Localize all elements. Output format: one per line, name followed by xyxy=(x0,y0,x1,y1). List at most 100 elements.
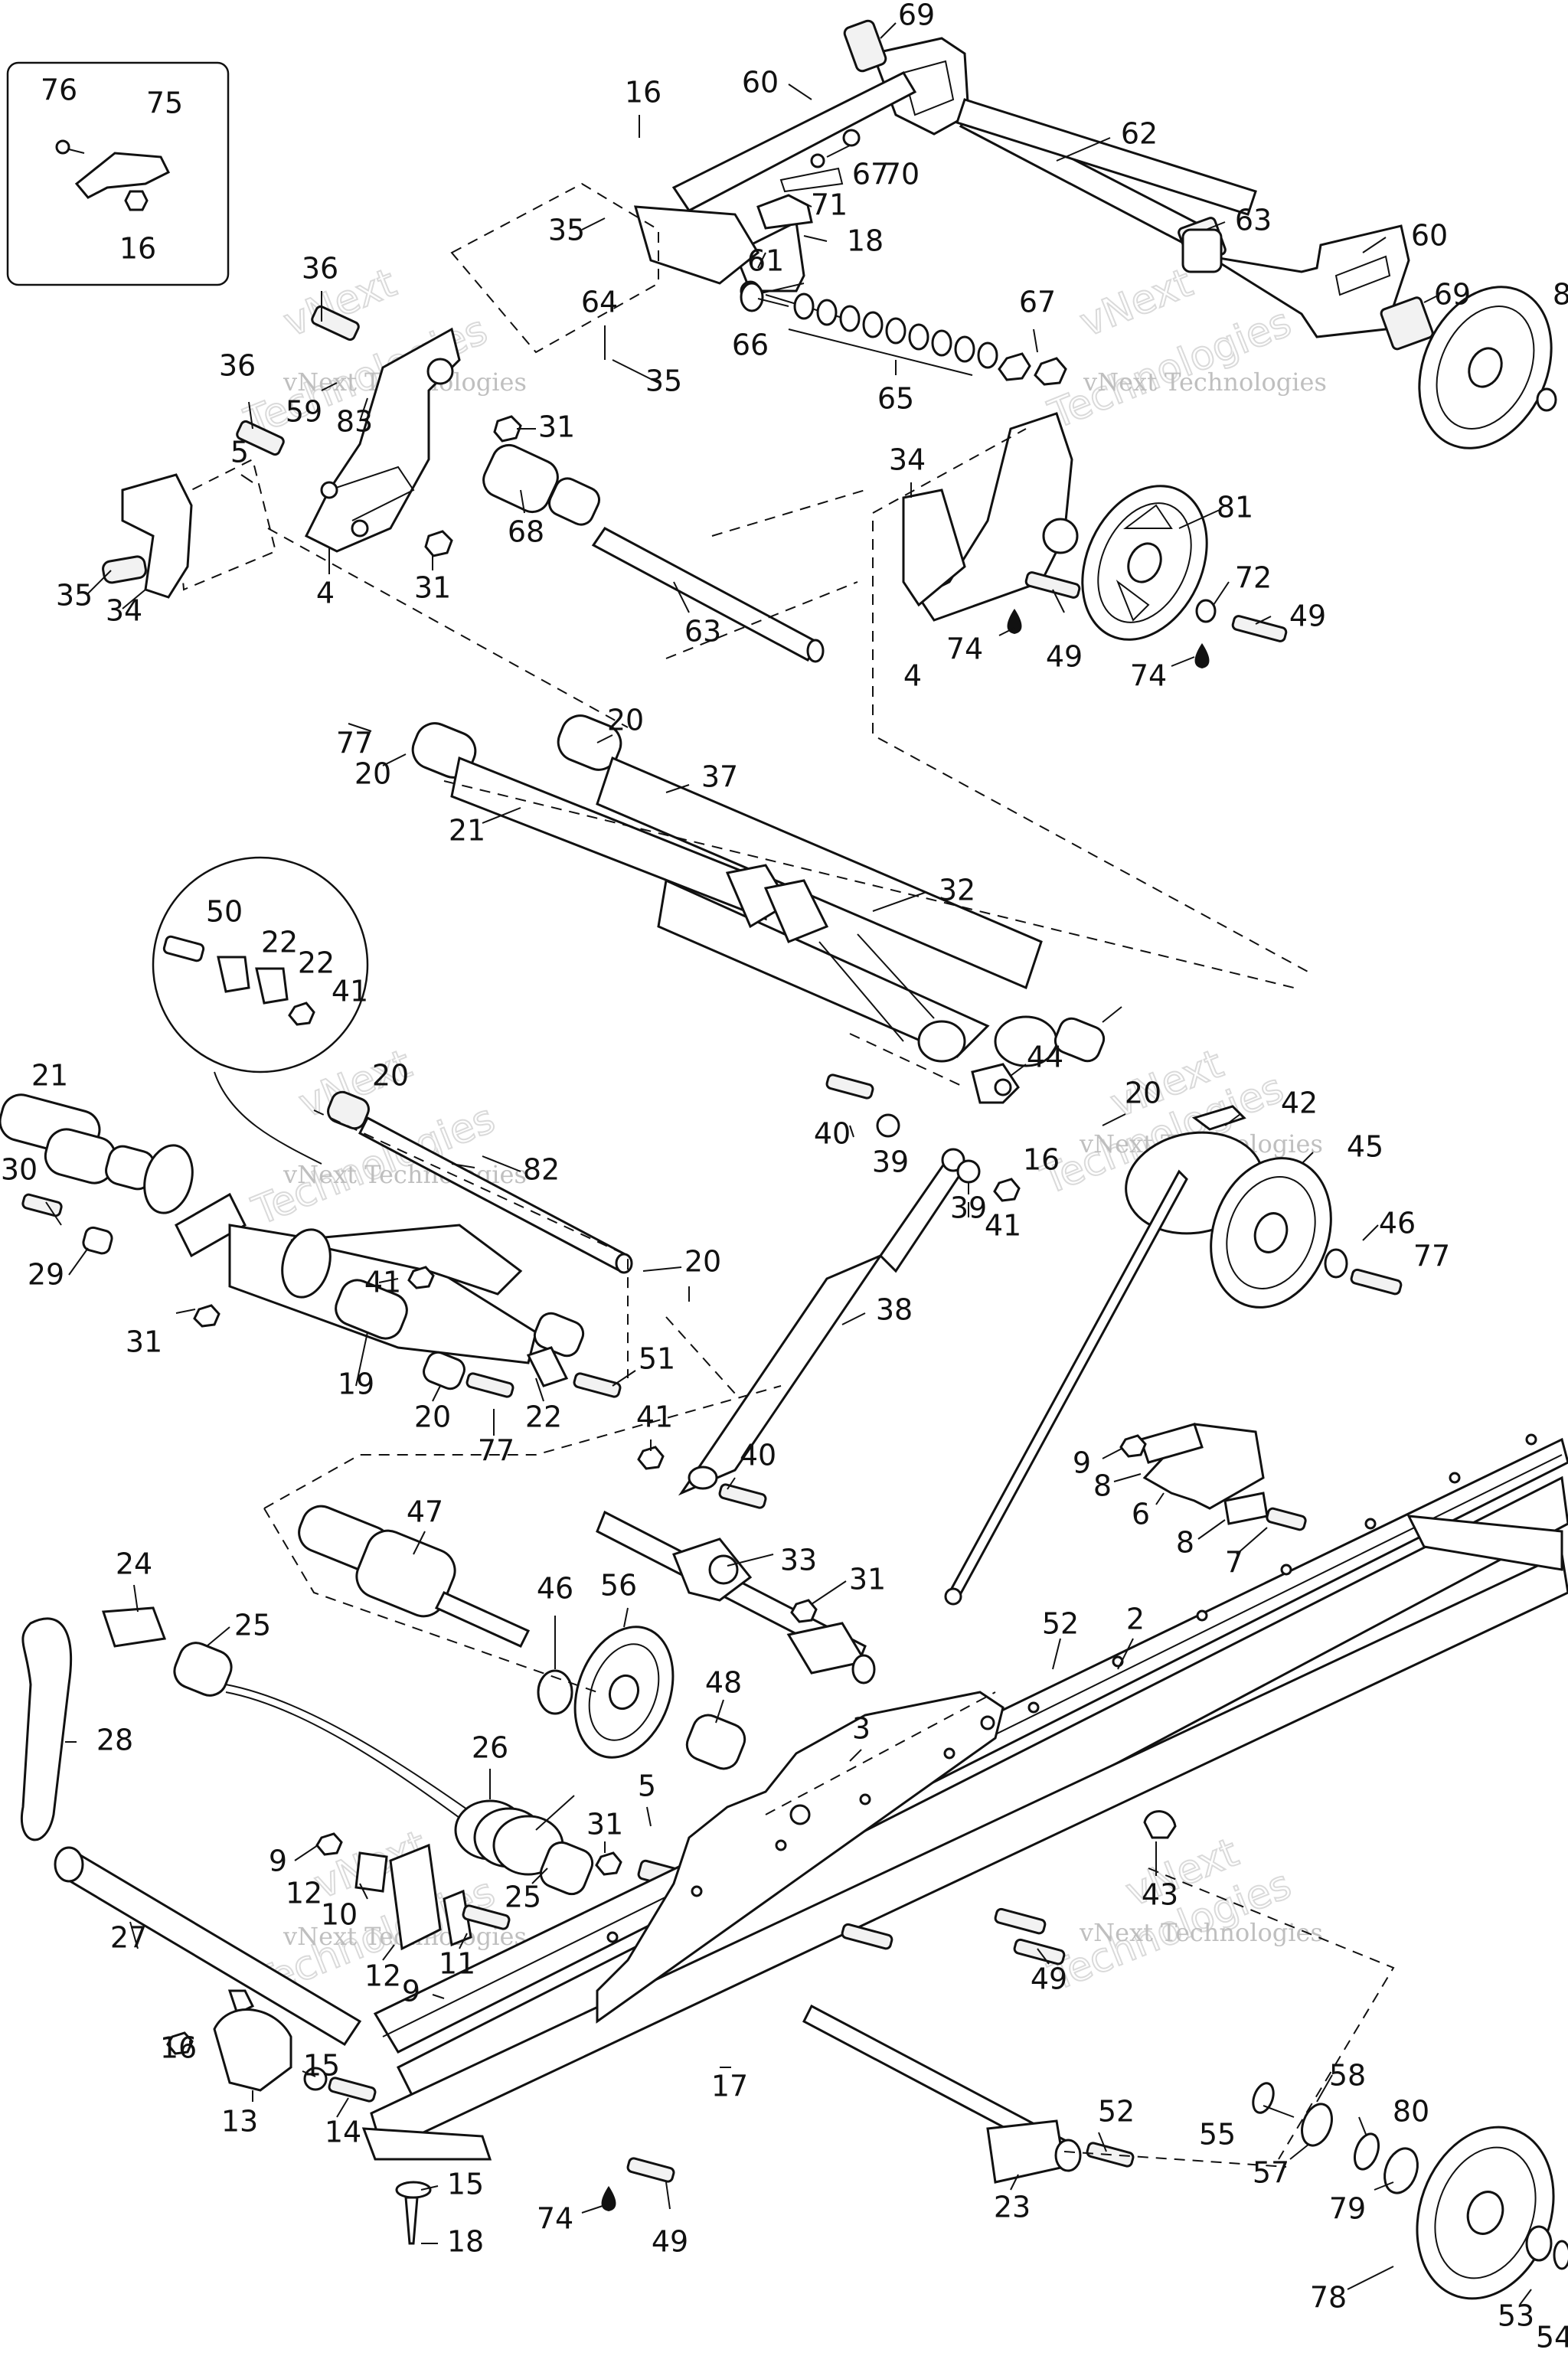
callout-label: 31 xyxy=(126,1325,162,1359)
callout-label: 7 xyxy=(1225,1546,1243,1580)
callout-label: 59 xyxy=(286,395,322,429)
callout-label: 25 xyxy=(505,1881,541,1914)
watermark: vNext Technologies xyxy=(1079,1918,1323,1947)
callout-label: 46 xyxy=(1379,1207,1416,1240)
callout-label: 6 xyxy=(1132,1498,1150,1531)
callout-label: 10 xyxy=(321,1898,358,1932)
right-brackets xyxy=(802,1423,1307,2184)
callout-label: 29 xyxy=(28,1258,64,1292)
callout-label: 62 xyxy=(1121,117,1158,151)
callout-label: 80 xyxy=(1393,2095,1429,2129)
callout-label: 45 xyxy=(1347,1130,1383,1164)
callout-label: 67 xyxy=(852,158,889,191)
callout-label: 75 xyxy=(146,87,183,120)
left-middle-arm xyxy=(0,1090,736,1470)
inset-detail-box xyxy=(6,61,230,286)
callout-label: 48 xyxy=(705,1666,742,1700)
callout-label: 31 xyxy=(849,1563,886,1596)
callout-label: 31 xyxy=(538,410,575,444)
callout-label: 35 xyxy=(548,214,585,247)
callout-label: 4 xyxy=(316,577,335,610)
callout-label: 49 xyxy=(1289,600,1326,633)
callout-label: 20 xyxy=(607,704,644,737)
callout-label: 21 xyxy=(449,814,485,848)
callout-label: 47 xyxy=(407,1495,443,1529)
callout-label: 74 xyxy=(537,2202,573,2236)
callout-label: 5 xyxy=(230,436,249,469)
callout-label: 49 xyxy=(1031,1962,1067,1996)
callout-label: 77 xyxy=(336,727,373,760)
callout-label: 8 xyxy=(1176,1526,1194,1560)
callout-label: 41 xyxy=(636,1400,673,1434)
callout-label: 23 xyxy=(994,2191,1031,2224)
front-arm-assembly xyxy=(411,714,1295,1088)
callout-label: 63 xyxy=(684,615,721,649)
callout-label: 19 xyxy=(338,1368,374,1401)
oil-drop-icon xyxy=(1194,643,1210,668)
callout-label: 22 xyxy=(261,926,298,959)
callout-label: 11 xyxy=(439,1947,475,1981)
callout-label: 27 xyxy=(110,1921,147,1955)
callout-label: 39 xyxy=(950,1191,987,1225)
callout-label: 58 xyxy=(1329,2059,1366,2093)
callout-label: 20 xyxy=(354,757,391,791)
bottom-right-wheel xyxy=(1252,2082,1568,2300)
callout-label: 36 xyxy=(302,252,338,286)
upper-right-bracket-and-wheel xyxy=(711,98,1557,973)
callout-label: 36 xyxy=(219,349,256,383)
callout-label: 8 xyxy=(1553,278,1568,312)
callout-label: 33 xyxy=(780,1544,817,1577)
callout-label: 41 xyxy=(332,975,368,1008)
callout-label: 13 xyxy=(221,2105,258,2139)
watermark: vNext xyxy=(1073,260,1198,347)
callout-label: 69 xyxy=(1434,278,1471,312)
callout-label: 74 xyxy=(946,632,983,666)
callout-label: 41 xyxy=(364,1266,401,1299)
callout-label: 12 xyxy=(364,1959,401,1993)
callout-label: 65 xyxy=(877,382,914,416)
rails-and-slider xyxy=(227,1433,1568,2161)
callout-label: 21 xyxy=(31,1059,68,1093)
callout-label: 28 xyxy=(96,1724,133,1757)
callout-label: 39 xyxy=(872,1145,909,1179)
callout-label: 57 xyxy=(1253,2156,1289,2190)
callout-label: 14 xyxy=(325,2116,361,2149)
callout-label: 22 xyxy=(525,1400,562,1434)
circle-detail xyxy=(152,856,369,1165)
callout-label: 61 xyxy=(747,244,784,278)
callout-label: 18 xyxy=(447,2225,484,2259)
callout-label: 69 xyxy=(898,0,935,32)
callout-label: 77 xyxy=(1413,1240,1450,1273)
callout-label: 83 xyxy=(336,405,373,439)
callout-label: 8 xyxy=(1093,1469,1112,1503)
callout-label: 22 xyxy=(298,946,335,980)
callout-label: 81 xyxy=(1217,491,1253,524)
callout-label: 74 xyxy=(1130,659,1167,693)
callout-label: 41 xyxy=(985,1209,1021,1243)
upper-left-bracket xyxy=(102,305,858,728)
spring-and-links xyxy=(20,1606,680,2047)
callout-label: 12 xyxy=(286,1877,322,1910)
callout-label: 68 xyxy=(508,515,544,549)
callout-label: 9 xyxy=(402,1975,420,2008)
callout-label: 34 xyxy=(889,443,926,477)
callout-label: 17 xyxy=(711,2070,748,2103)
callout-label: 82 xyxy=(523,1153,560,1187)
callout-label: 35 xyxy=(645,364,682,398)
callout-label: 20 xyxy=(684,1245,721,1279)
callout-label: 5 xyxy=(638,1769,656,1803)
callout-label: 16 xyxy=(1023,1143,1060,1177)
callout-label: 51 xyxy=(639,1342,675,1376)
callout-label: 18 xyxy=(847,224,884,258)
oil-drop-icon xyxy=(1007,609,1022,634)
callout-label: 20 xyxy=(372,1059,409,1093)
callout-label: 38 xyxy=(876,1293,913,1327)
callout-label: 67 xyxy=(1019,286,1056,319)
callout-label: 52 xyxy=(1098,2095,1135,2129)
callout-label: 49 xyxy=(652,2225,688,2259)
callout-label: 31 xyxy=(414,571,451,605)
callout-label: 15 xyxy=(303,2049,340,2083)
callout-label: 43 xyxy=(1142,1878,1178,1912)
callout-label: 34 xyxy=(106,594,142,628)
